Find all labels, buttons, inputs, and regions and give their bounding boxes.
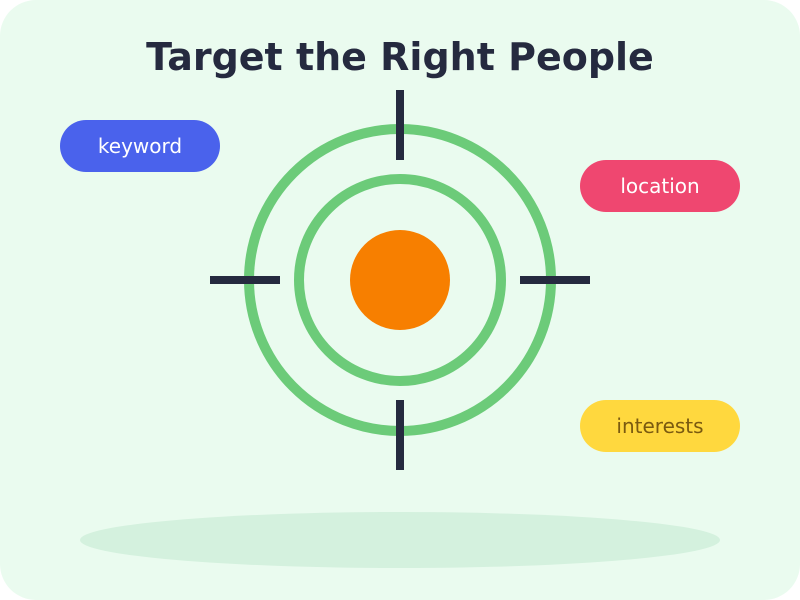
page-title: Target the Right People [146,35,654,79]
keyword-label: keyword [60,120,220,172]
target-icon [210,90,590,470]
location-label: location [580,160,740,212]
bullseye [350,230,450,330]
ground-shadow [80,512,720,568]
interests-label: interests [580,400,740,452]
inner-ring [294,174,506,386]
